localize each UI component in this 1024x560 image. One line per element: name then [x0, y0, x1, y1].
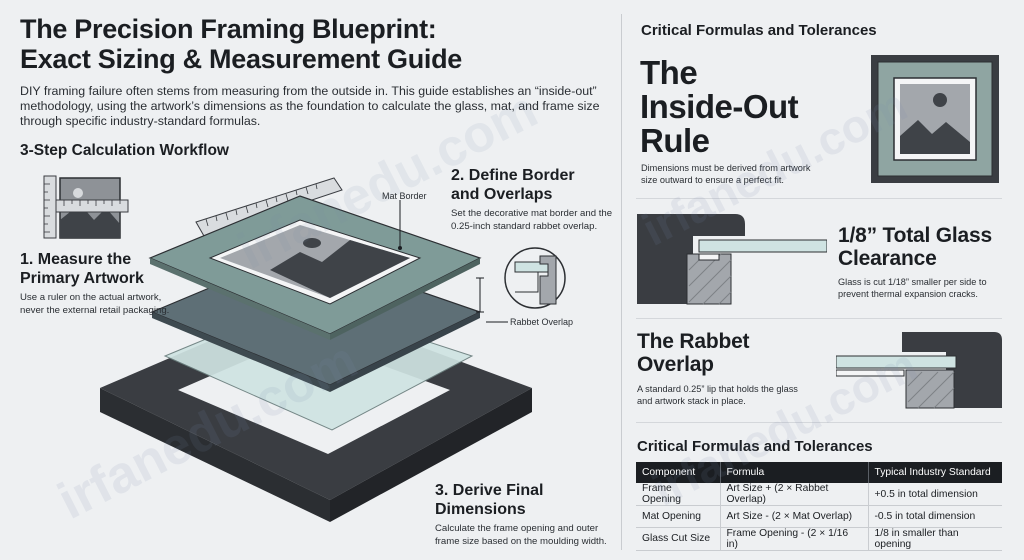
glass-desc: Glass is cut 1/18” smaller per side to p…: [838, 276, 1008, 300]
table-row: Frame Opening Art Size + (2 × Rabbet Ove…: [636, 483, 1002, 506]
step-2: 2. Define Border and Overlaps Set the de…: [451, 166, 621, 233]
step-1-desc-line2: never the external retail packaging.: [20, 304, 170, 316]
rule-line1: The: [640, 54, 698, 91]
step-3: 3. Derive Final Dimensions Calculate the…: [435, 481, 620, 548]
glass-desc-line1: Glass is cut 1/18” smaller per side to: [838, 277, 987, 287]
page-title-line1: The Precision Framing Blueprint:: [20, 14, 437, 44]
table-heading: Critical Formulas and Tolerances: [637, 438, 873, 455]
intro-paragraph: DIY framing failure often stems from mea…: [20, 84, 600, 128]
rule-desc-line1: Dimensions must be derived from artwork: [641, 163, 811, 173]
table-cell: 1/8 in smaller than opening: [868, 527, 1002, 551]
rabbet-desc-line2: and artwork stack in place.: [637, 396, 746, 406]
glass-clearance-icon: [637, 214, 827, 305]
right-divider-2: [636, 318, 1002, 319]
table-cell: Frame Opening - (2 × 1/16 in): [720, 527, 869, 551]
glass-desc-line2: prevent thermal expansion cracks.: [838, 289, 978, 299]
rule-desc: Dimensions must be derived from artwork …: [641, 162, 871, 186]
rule-line2: Inside-Out: [640, 88, 799, 125]
rabbet-desc-line1: A standard 0.25” lip that holds the glas…: [637, 384, 798, 394]
page-title: The Precision Framing Blueprint: Exact S…: [20, 14, 580, 74]
table-cell: Art Size + (2 × Rabbet Overlap): [720, 483, 869, 506]
workflow-heading: 3-Step Calculation Workflow: [20, 142, 229, 159]
step-2-desc-line1: Set the decorative mat border and the: [451, 208, 613, 219]
rabbet-detail-icon: [504, 247, 566, 309]
column-divider: [621, 14, 622, 550]
formulas-table: Component Formula Typical Industry Stand…: [636, 462, 1002, 551]
table-row: Glass Cut Size Frame Opening - (2 × 1/16…: [636, 527, 1002, 551]
step-3-title-line1: 3. Derive Final: [435, 482, 544, 499]
glass-title-line2: Clearance: [838, 247, 937, 270]
step-1-desc-line1: Use a ruler on the actual artwork,: [20, 292, 162, 303]
step-1: 1. Measure the Primary Artwork Use a rul…: [20, 250, 210, 317]
glass-clearance-title: 1/8” Total Glass Clearance: [838, 224, 992, 270]
step-3-desc-line2: frame size based on the moulding width.: [435, 535, 607, 547]
right-divider-3: [636, 422, 1002, 423]
rabbet-title-line2: Overlap: [637, 353, 714, 376]
table-header-row: Component Formula Typical Industry Stand…: [636, 462, 1002, 483]
rule-line3: Rule: [640, 122, 710, 159]
step-1-title-line2: Primary Artwork: [20, 270, 144, 287]
rabbet-overlap-icon: [836, 332, 1002, 409]
table-header-formula: Formula: [720, 462, 869, 483]
rabbet-overlap-label: Rabbet Overlap: [510, 317, 574, 327]
step-3-desc-line1: Calculate the frame opening and outer: [435, 523, 599, 534]
right-heading: Critical Formulas and Tolerances: [641, 22, 877, 39]
step-2-title-line2: and Overlaps: [451, 186, 553, 203]
mat-board: [148, 195, 482, 340]
step-2-desc-line2: 0.25-inch standard rabbet overlap.: [451, 220, 598, 232]
table-cell: Mat Opening: [636, 505, 721, 528]
rabbet-title-line1: The Rabbet: [637, 330, 750, 353]
right-divider-1: [636, 198, 1002, 199]
table-cell: Glass Cut Size: [636, 527, 721, 551]
table-cell: Frame Opening: [636, 483, 721, 506]
mat-border-label: Mat Border: [382, 191, 427, 201]
measure-artwork-icon: [43, 175, 129, 239]
rule-desc-line2: size outward to ensure a perfect fit.: [641, 175, 784, 185]
table-cell: -0.5 in total dimension: [868, 505, 1002, 528]
table-cell: Art Size - (2 × Mat Overlap): [720, 505, 869, 528]
framed-picture-icon: [871, 55, 999, 183]
step-2-title-line1: 2. Define Border: [451, 167, 575, 184]
page-title-line2: Exact Sizing & Measurement Guide: [20, 44, 463, 74]
step-3-title-line2: Dimensions: [435, 501, 526, 518]
framing-illustration: irfanedu.com irfanedu.com: [43, 81, 566, 531]
ruler-icon: [195, 177, 343, 237]
table-header-component: Component: [636, 462, 721, 483]
table-header-standard: Typical Industry Standard: [868, 462, 1002, 483]
table-row: Mat Opening Art Size - (2 × Mat Overlap)…: [636, 505, 1002, 528]
inside-out-rule-title: The Inside-Out Rule: [640, 56, 860, 158]
table-cell: +0.5 in total dimension: [868, 483, 1002, 506]
glass-title-line1: 1/8” Total Glass: [838, 224, 992, 247]
rabbet-overlap-pointer: [476, 277, 508, 323]
rabbet-desc: A standard 0.25” lip that holds the glas…: [637, 383, 837, 407]
step-1-title-line1: 1. Measure the: [20, 251, 132, 268]
rabbet-overlap-title: The Rabbet Overlap: [637, 330, 750, 376]
